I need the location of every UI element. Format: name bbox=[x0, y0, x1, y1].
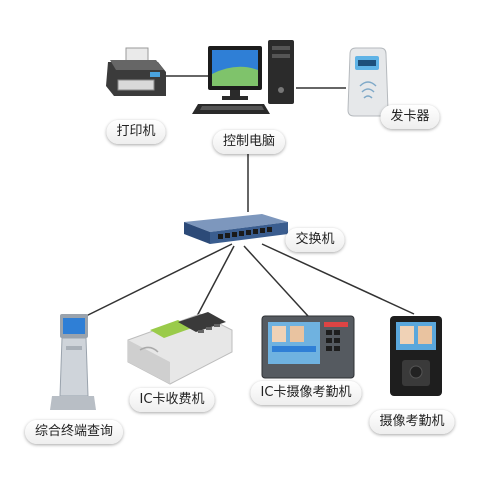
line-switch-pos bbox=[195, 245, 235, 319]
label-camera-attendance: 摄像考勤机 bbox=[369, 410, 455, 434]
printer-icon bbox=[106, 47, 166, 96]
label-pos: IC卡收费机 bbox=[129, 388, 215, 412]
label-camera-attendance-text: 摄像考勤机 bbox=[379, 414, 445, 429]
label-control-pc-text: 控制电脑 bbox=[222, 134, 276, 149]
label-ic-attendance: IC卡摄像考勤机 bbox=[250, 381, 362, 405]
label-card-issuer-text: 发卡器 bbox=[390, 109, 430, 124]
line-switch-ic-attendance bbox=[243, 245, 309, 317]
label-kiosk-text: 综合终端查询 bbox=[34, 424, 114, 439]
ic-card-pos-terminal-icon bbox=[127, 312, 233, 385]
label-control-pc: 控制电脑 bbox=[212, 130, 286, 154]
label-printer-text: 打印机 bbox=[116, 124, 156, 139]
label-printer: 打印机 bbox=[106, 120, 166, 144]
camera-attendance-icon bbox=[390, 316, 442, 396]
label-ic-attendance-text: IC卡摄像考勤机 bbox=[260, 385, 352, 400]
label-pos-text: IC卡收费机 bbox=[139, 392, 205, 407]
label-switch-text: 交换机 bbox=[295, 232, 335, 247]
line-switch-camera-attendance bbox=[261, 243, 415, 315]
network-switch-icon bbox=[184, 214, 288, 244]
line-switch-kiosk bbox=[81, 243, 233, 319]
kiosk-terminal-icon bbox=[50, 314, 96, 410]
label-kiosk: 综合终端查询 bbox=[24, 420, 124, 444]
ic-card-camera-attendance-icon bbox=[261, 315, 355, 379]
computer-icon bbox=[192, 40, 294, 114]
card-issuer-icon bbox=[347, 47, 389, 117]
connection-lines bbox=[81, 75, 415, 319]
label-card-issuer: 发卡器 bbox=[380, 105, 440, 129]
label-switch: 交换机 bbox=[285, 228, 345, 252]
